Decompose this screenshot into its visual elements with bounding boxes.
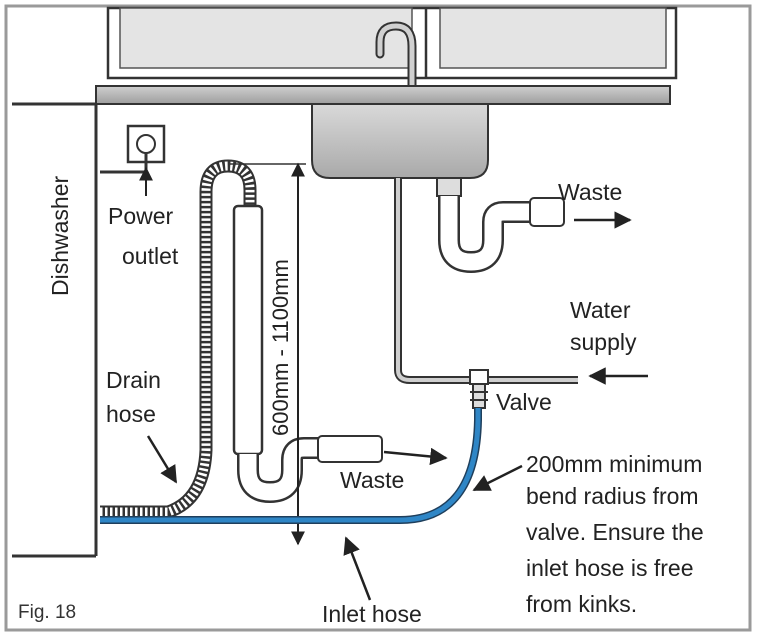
valve — [469, 369, 489, 409]
power-outlet-label: Power outlet — [108, 203, 180, 269]
dishwasher-label: Dishwasher — [47, 176, 73, 296]
countertop — [95, 85, 671, 105]
height-range-label: 600mm - 1100mm — [268, 259, 293, 436]
bend-note-arrow — [472, 464, 523, 492]
sink-waste-trap — [436, 177, 565, 274]
window — [106, 6, 678, 80]
inlet-hose-arrow — [343, 536, 372, 601]
dishwasher-cabinet — [12, 102, 98, 558]
waste-trap-arrow — [383, 447, 448, 466]
power-outlet — [100, 124, 166, 174]
height-dimension — [230, 162, 306, 546]
bend-note-label: 200mm minimum bend radius from valve. En… — [526, 451, 710, 617]
waste-sink-label: Waste — [558, 179, 622, 205]
drain-hose — [100, 159, 257, 519]
valve-label: Valve — [496, 389, 552, 415]
water-supply-label: Water supply — [570, 297, 637, 355]
drain-hose-label: Drain hose — [106, 367, 167, 427]
sink-bowl — [311, 103, 489, 179]
inlet-hose-label: Inlet hose — [322, 601, 422, 627]
drain-hose-arrow — [146, 435, 178, 484]
figure-label: Fig. 18 — [18, 602, 76, 623]
standpipe-trap — [232, 204, 383, 504]
waste-trap-label: Waste — [340, 467, 404, 493]
